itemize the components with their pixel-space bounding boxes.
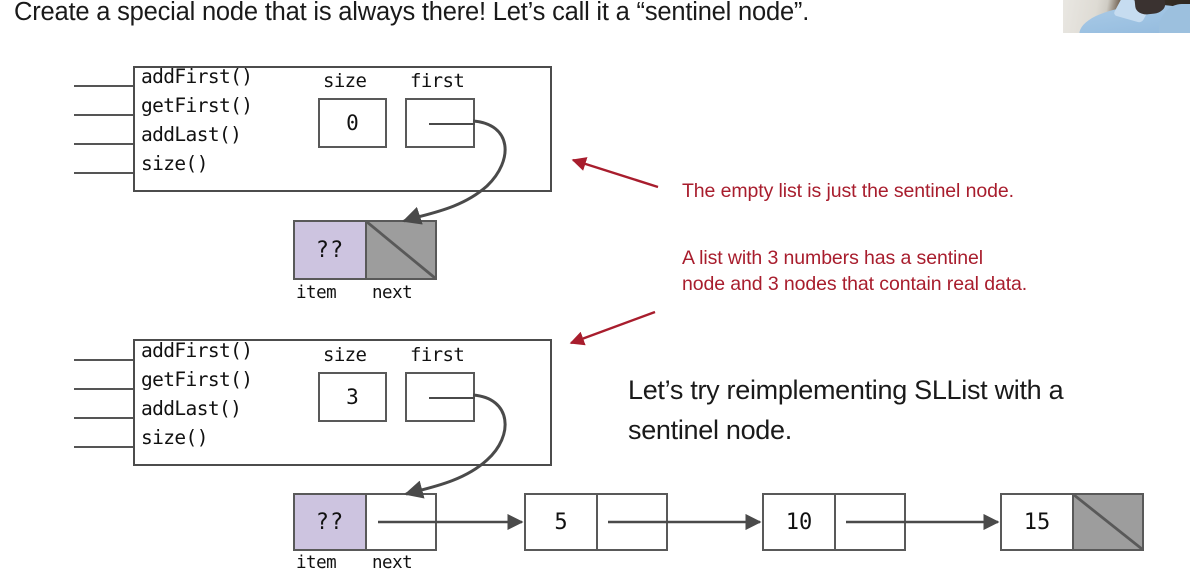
first-pointer-stub — [429, 123, 475, 125]
red-arrow-to-empty-list — [571, 157, 659, 189]
node-next-cell-15-null — [1072, 495, 1142, 549]
method-connector-line — [74, 114, 133, 116]
method-connector-line — [74, 417, 133, 419]
annotation-empty-list: The empty list is just the sentinel node… — [682, 180, 1014, 202]
method-label-size: size() — [141, 152, 208, 175]
sentinel-node-three: ?? — [293, 493, 437, 551]
field-box-size: 0 — [318, 98, 387, 148]
method-label-addfirst: addFirst() — [141, 65, 253, 88]
method-label-getfirst: getFirst() — [141, 94, 253, 117]
method-connector-line — [74, 388, 133, 390]
sentinel-next-sublabel: next — [372, 283, 413, 303]
node-item-cell-10: 10 — [764, 495, 834, 549]
field-box-size-2: 3 — [318, 372, 387, 422]
field-label-first: first — [410, 70, 465, 92]
method-label-addfirst-2: addFirst() — [141, 339, 253, 362]
sentinel-item-sublabel-2: item — [296, 553, 337, 573]
field-label-size: size — [323, 70, 367, 92]
method-connector-line — [74, 172, 133, 174]
sentinel-next-cell-2 — [365, 495, 435, 549]
sentinel-node-empty: ?? — [293, 220, 437, 280]
annotation-closing: Let’s try reimplementing SLList with a s… — [628, 375, 1064, 445]
field-label-first-2: first — [410, 344, 465, 366]
method-label-addlast-2: addLast() — [141, 397, 242, 420]
field-box-first-2 — [405, 372, 475, 422]
method-label-getfirst-2: getFirst() — [141, 368, 253, 391]
method-connector-line — [74, 359, 133, 361]
list-node-5: 5 — [524, 493, 668, 551]
sentinel-item-value-2: ?? — [315, 509, 345, 535]
method-connector-line — [74, 85, 133, 87]
annotation-three-node: A list with 3 numbers has a sentinel nod… — [682, 247, 1028, 295]
method-connector-line — [74, 446, 133, 448]
node-item-value-10: 10 — [785, 509, 813, 535]
sentinel-item-value: ?? — [315, 237, 345, 263]
field-value-size: 0 — [346, 111, 359, 135]
method-label-size-2: size() — [141, 426, 208, 449]
field-value-size-2: 3 — [346, 385, 359, 409]
null-pointer-slash-icon — [367, 222, 435, 278]
list-node-15: 15 — [1000, 493, 1144, 551]
method-label-addlast: addLast() — [141, 123, 242, 146]
presenter-webcam-thumbnail — [1063, 0, 1190, 33]
red-arrow-to-three-list — [569, 310, 656, 346]
sentinel-next-sublabel-2: next — [372, 553, 413, 573]
node-item-cell-15: 15 — [1002, 495, 1072, 549]
sentinel-item-sublabel: item — [296, 283, 337, 303]
sentinel-next-cell-null — [365, 222, 435, 278]
node-item-value-5: 5 — [554, 509, 568, 535]
sentinel-item-cell: ?? — [295, 222, 365, 278]
method-connector-line — [74, 143, 133, 145]
null-pointer-slash-icon — [1074, 495, 1142, 549]
page-title: Create a special node that is always the… — [14, 0, 810, 26]
field-label-size-2: size — [323, 344, 367, 366]
list-node-10: 10 — [762, 493, 906, 551]
node-next-cell-10 — [834, 495, 904, 549]
node-next-cell-5 — [596, 495, 666, 549]
sentinel-item-cell-2: ?? — [295, 495, 365, 549]
first-pointer-stub-2 — [429, 397, 475, 399]
field-box-first — [405, 98, 475, 148]
node-item-value-15: 15 — [1023, 509, 1051, 535]
node-item-cell-5: 5 — [526, 495, 596, 549]
